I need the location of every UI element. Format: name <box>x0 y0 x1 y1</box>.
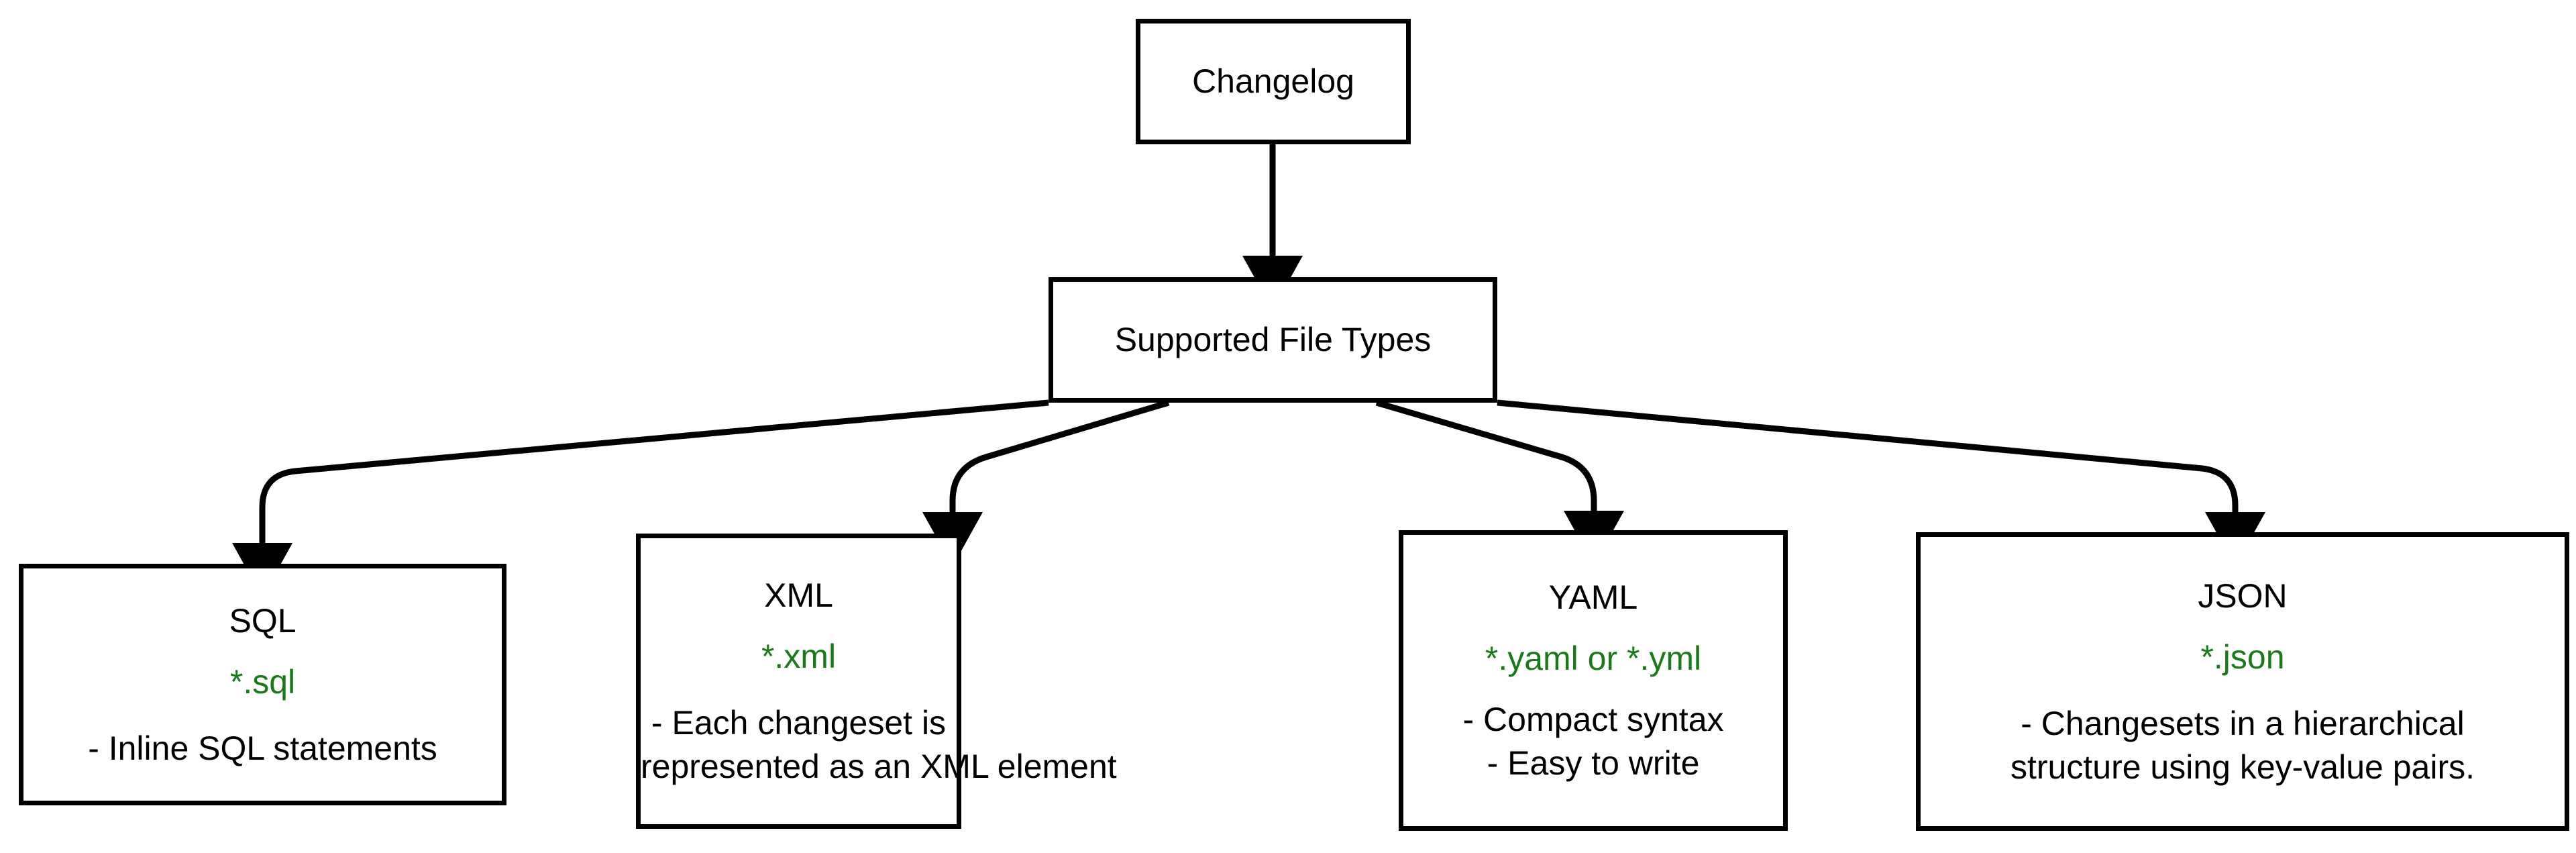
edge-supported-to-json <box>1497 399 2265 566</box>
edge-supported-to-sql <box>232 399 1049 597</box>
node-sql[interactable]: SQL *.sql - Inline SQL statements <box>19 564 506 805</box>
node-json-description-line-2: structure using key-value pairs. <box>2010 748 2475 786</box>
node-sql-description-line-1: - Inline SQL statements <box>88 729 437 767</box>
node-sql-extensions: *.sql <box>229 662 296 701</box>
edge-supported-to-xml <box>922 399 1170 566</box>
node-yaml[interactable]: YAML *.yaml or *.yml - Compact syntax - … <box>1399 530 1788 831</box>
node-json-extensions: *.json <box>2200 638 2285 676</box>
node-changelog-label: Changelog <box>1192 62 1354 100</box>
node-xml-description-line-2: represented as an XML element <box>641 748 1117 785</box>
node-yaml-title: YAML <box>1548 579 1638 616</box>
edge-supported-to-yaml <box>1375 399 1624 565</box>
node-yaml-description-line-1: - Compact syntax <box>1462 701 1724 738</box>
node-xml-extensions: *.xml <box>761 638 837 675</box>
node-yaml-description-line-2: - Easy to write <box>1487 744 1700 782</box>
node-xml-title: XML <box>764 576 833 614</box>
node-json[interactable]: JSON *.json - Changesets in a hierarchic… <box>1916 532 2569 831</box>
node-changelog[interactable]: Changelog <box>1136 19 1411 144</box>
node-json-title: JSON <box>2198 576 2288 615</box>
node-xml[interactable]: XML *.xml - Each changeset is represente… <box>636 534 1117 829</box>
node-sql-title: SQL <box>229 601 297 640</box>
node-xml-description-line-1: - Each changeset is <box>651 704 947 742</box>
node-yaml-extensions: *.yaml or *.yml <box>1485 640 1702 677</box>
node-supported-file-types[interactable]: Supported File Types <box>1049 277 1497 403</box>
node-json-description-line-1: - Changesets in a hierarchical <box>2021 704 2465 742</box>
node-supported-file-types-label: Supported File Types <box>1114 321 1432 358</box>
